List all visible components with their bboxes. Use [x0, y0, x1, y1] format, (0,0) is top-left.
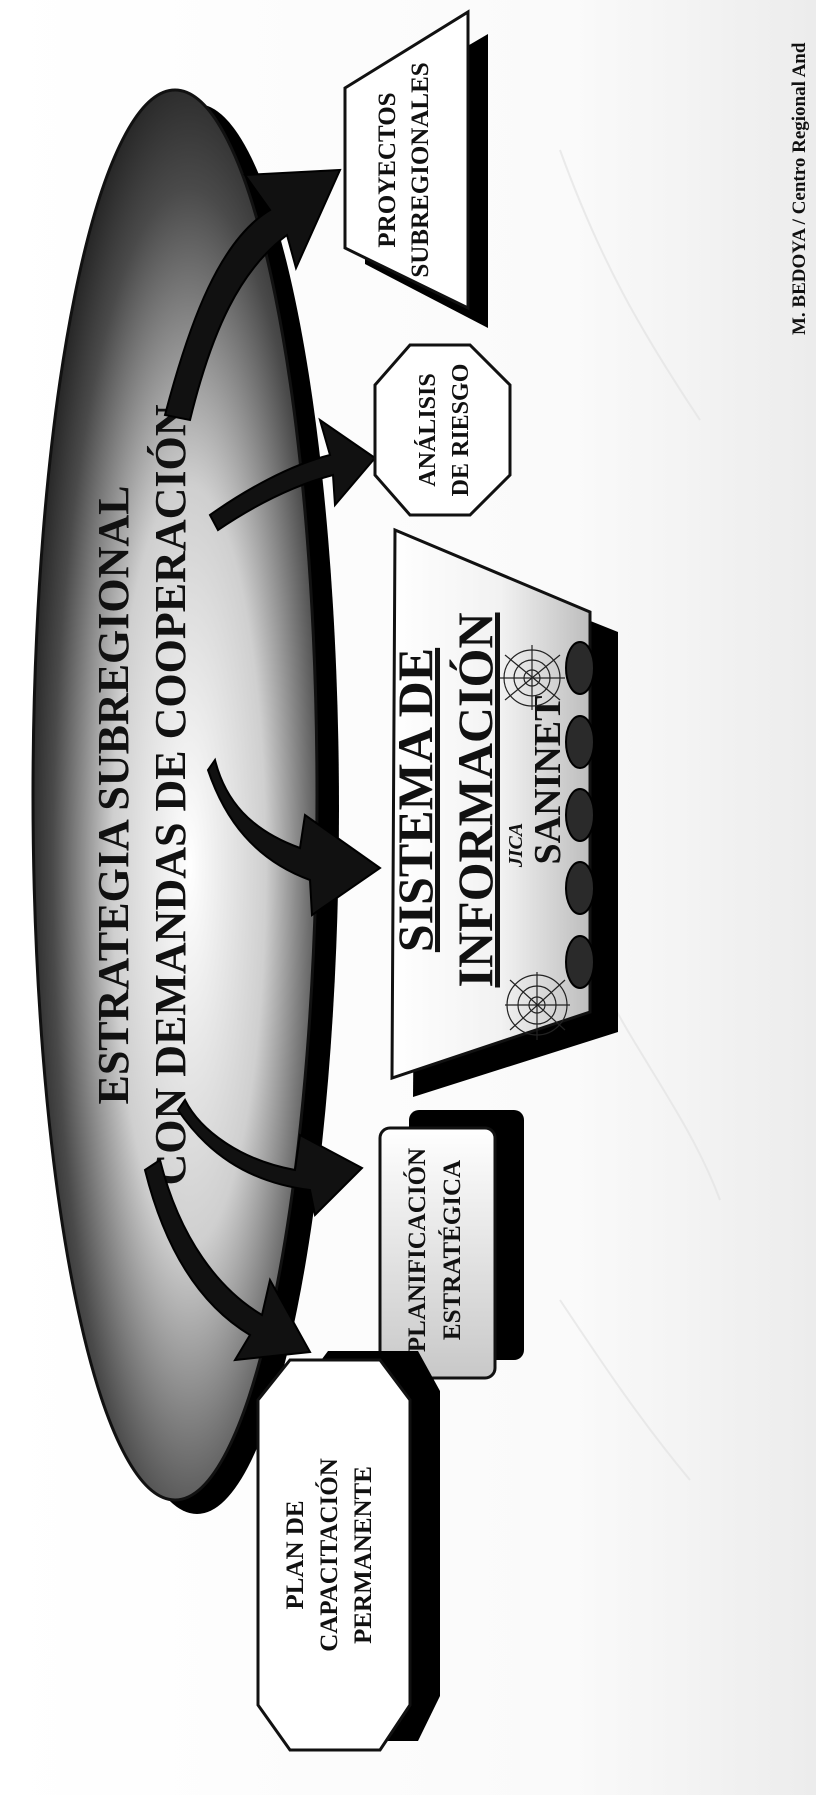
disk-icon [565, 788, 595, 842]
central-title-line2: CON DEMANDAS DE COOPERACIÓN [146, 404, 195, 1185]
arrow-to-plan [143, 1158, 312, 1362]
central-title-line1: ESTRATEGIA SUBREGIONAL [89, 485, 138, 1104]
disk-row [565, 641, 595, 989]
curved-arrow-icon [208, 417, 377, 532]
sistema-line1: SISTEMA DE [387, 648, 443, 952]
curved-arrow-icon [176, 1098, 364, 1218]
arrow-to-proyectos [163, 168, 342, 422]
disk-icon [565, 935, 595, 989]
curved-arrow-icon [163, 168, 342, 422]
planificacion-line2: ESTRATÉGICA [438, 1160, 466, 1340]
curved-arrow-icon [206, 757, 382, 917]
saninet-logo: JICA SANINET [500, 641, 595, 1040]
spider-web-icon [500, 645, 565, 710]
planificacion-line1: PLANIFICACIÓN [403, 1148, 431, 1352]
proyectos-line2: SUBREGIONALES [407, 62, 434, 277]
jica-logo-text: JICA [505, 823, 527, 868]
arrow-to-analisis [208, 417, 377, 532]
disk-icon [565, 641, 595, 695]
curved-arrow-icon [143, 1158, 312, 1362]
central-strategy-oval: ESTRATEGIA SUBREGIONAL CON DEMANDAS DE C… [31, 88, 339, 1514]
plan-line3: PERMANENTE [350, 1466, 377, 1644]
analisis-line2: DE RIESGO [448, 364, 474, 497]
plan-line2: CAPACITACIÓN [315, 1458, 343, 1652]
analisis-line1: ANÁLISIS [415, 373, 441, 486]
plan-capacitacion-box: PLAN DE CAPACITACIÓN PERMANENTE [256, 1351, 440, 1752]
disk-icon [565, 715, 595, 769]
arrow-to-planificacion [176, 1098, 364, 1218]
plan-line1: PLAN DE [282, 1500, 309, 1609]
saninet-logo-text: SANINET [527, 696, 569, 865]
sistema-informacion-box: SISTEMA DE INFORMACIÓN JICA SANINET [387, 527, 618, 1097]
proyectos-line1: PROYECTOS [374, 92, 401, 247]
planificacion-estrategica-box: PLANIFICACIÓN ESTRATÉGICA [378, 1110, 524, 1380]
arrow-to-sistema [206, 757, 382, 917]
proyectos-subregionales-box: PROYECTOS SUBREGIONALES [343, 9, 488, 328]
sistema-line2: INFORMACIÓN [447, 613, 503, 988]
footer-credit: M. BEDOYA / Centro Regional And [789, 42, 810, 335]
spider-web-icon [505, 972, 570, 1040]
disk-icon [565, 861, 595, 915]
analisis-riesgo-box: ANÁLISIS DE RIESGO [373, 343, 512, 517]
